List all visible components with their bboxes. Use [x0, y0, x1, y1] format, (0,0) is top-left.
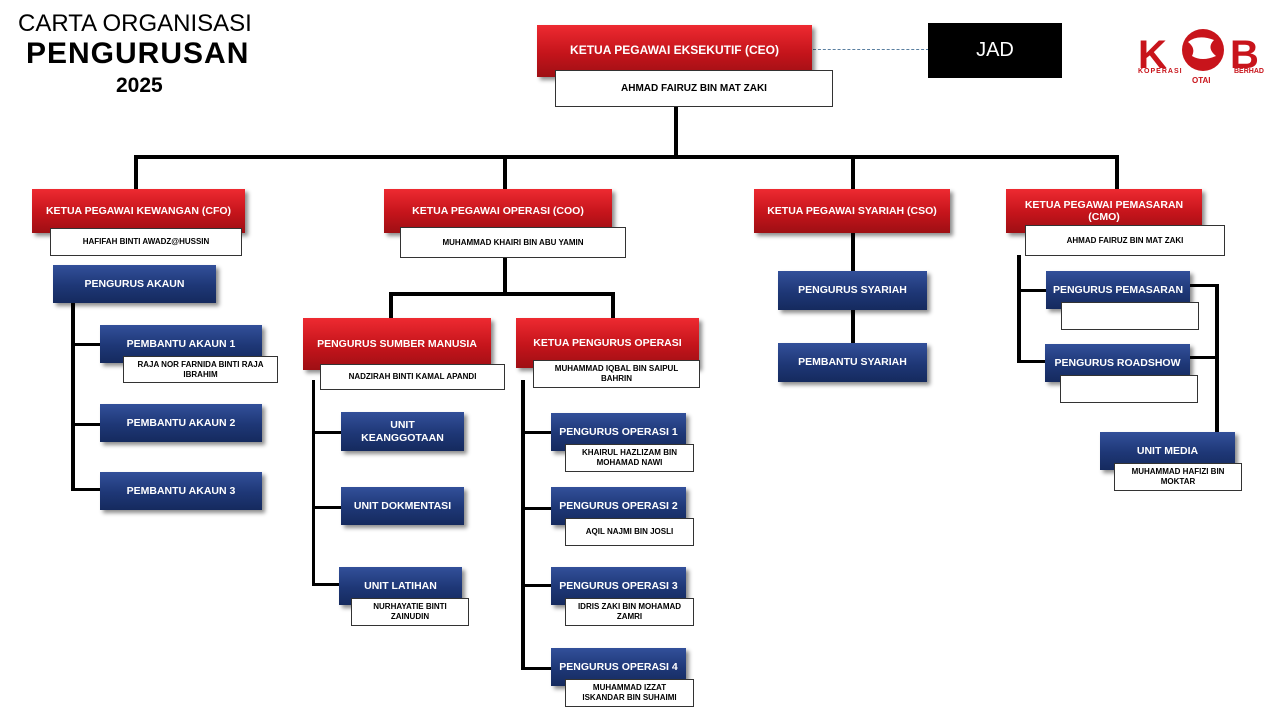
connector [312, 506, 342, 509]
connector [521, 584, 551, 587]
jad-connector [813, 49, 929, 50]
svg-text:B: B [1230, 33, 1259, 77]
ceo-name-box: AHMAD FAIRUZ BIN MAT ZAKI [555, 70, 833, 107]
chart-title-line1: CARTA ORGANISASI [18, 10, 252, 37]
pembantu-akaun-3-box: PEMBANTU AKAUN 3 [100, 472, 262, 510]
unit-dokmentasi-box: UNIT DOKMENTASI [341, 487, 464, 525]
connector [1215, 284, 1219, 434]
ops-head-title-box: KETUA PENGURUS OPERASI [516, 318, 699, 368]
cso-title-box: KETUA PEGAWAI SYARIAH (CSO) [754, 189, 950, 233]
pembantu-syariah-box: PEMBANTU SYARIAH [778, 343, 927, 382]
connector [1115, 155, 1119, 189]
unit-keanggotaan-box: UNIT KEANGGOTAAN [341, 412, 464, 451]
jad-box: JAD [928, 23, 1062, 78]
connector [611, 292, 615, 320]
connector [389, 292, 615, 296]
hr-manager-title-box: PENGURUS SUMBER MANUSIA [303, 318, 491, 370]
logo-caption-left: KOPERASI [1138, 68, 1183, 75]
svg-text:K: K [1138, 33, 1167, 77]
connector [134, 155, 138, 189]
logo-caption-right: BERHAD [1234, 68, 1264, 75]
unit-media-name-box: MUHAMMAD HAFIZI BIN MOKTAR [1114, 463, 1242, 491]
pembantu-akaun-2-box: PEMBANTU AKAUN 2 [100, 404, 262, 442]
pengurus-operasi-2-name-box: AQIL NAJMI BIN JOSLI [565, 518, 694, 546]
connector [312, 583, 340, 586]
pengurus-pemasaran-name-box [1061, 302, 1199, 330]
pengurus-syariah-box: PENGURUS SYARIAH [778, 271, 927, 310]
chart-title-year: 2025 [116, 74, 163, 97]
pengurus-roadshow-name-box [1060, 375, 1198, 403]
connector [1017, 255, 1021, 363]
connector [389, 292, 393, 320]
unit-latihan-name-box: NURHAYATIE BINTI ZAINUDIN [351, 598, 469, 626]
connector [521, 431, 551, 434]
connector [71, 423, 101, 426]
hr-manager-name-box: NADZIRAH BINTI KAMAL APANDI [320, 364, 505, 390]
connector [134, 155, 1119, 159]
connector [1017, 289, 1047, 292]
connector [1188, 356, 1218, 359]
cfo-title-box: KETUA PEGAWAI KEWANGAN (CFO) [32, 189, 245, 233]
logo-caption-bottom: OTAI [1192, 76, 1211, 85]
pengurus-akaun-box: PENGURUS AKAUN [53, 265, 216, 303]
connector [521, 667, 551, 670]
connector [503, 255, 507, 295]
connector [312, 380, 315, 586]
connector [851, 155, 855, 189]
kob-logo: K B KOPERASI OTAI BERHAD [1136, 22, 1266, 88]
connector [674, 106, 678, 158]
pembantu-akaun-1-name-box: RAJA NOR FARNIDA BINTI RAJA IBRAHIM [123, 356, 278, 383]
cmo-name-box: AHMAD FAIRUZ BIN MAT ZAKI [1025, 225, 1225, 256]
ceo-title-box: KETUA PEGAWAI EKSEKUTIF (CEO) [537, 25, 812, 77]
pengurus-operasi-1-name-box: KHAIRUL HAZLIZAM BIN MOHAMAD NAWI [565, 444, 694, 472]
connector [521, 507, 551, 510]
coo-title-box: KETUA PEGAWAI OPERASI (COO) [384, 189, 612, 233]
connector [71, 343, 101, 346]
chart-title-line2: PENGURUSAN [26, 37, 250, 70]
pengurus-operasi-4-name-box: MUHAMMAD IZZAT ISKANDAR BIN SUHAIMI [565, 679, 694, 707]
connector [1017, 360, 1047, 363]
connector [521, 380, 525, 670]
cfo-name-box: HAFIFAH BINTI AWADZ@HUSSIN [50, 228, 242, 256]
connector [1188, 284, 1218, 287]
connector [71, 488, 101, 491]
pengurus-operasi-3-name-box: IDRIS ZAKI BIN MOHAMAD ZAMRI [565, 598, 694, 626]
connector [503, 155, 507, 189]
connector [312, 431, 342, 434]
coo-name-box: MUHAMMAD KHAIRI BIN ABU YAMIN [400, 227, 626, 258]
connector [71, 300, 75, 490]
ops-head-name-box: MUHAMMAD IQBAL BIN SAIPUL BAHRIN [533, 360, 700, 388]
